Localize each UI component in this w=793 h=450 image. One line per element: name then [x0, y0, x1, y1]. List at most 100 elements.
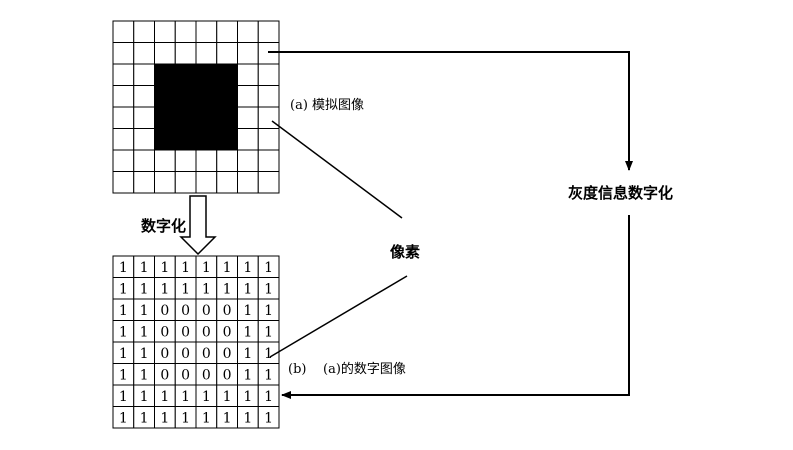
- pixel-cell: [237, 42, 259, 65]
- pixel-cell: [195, 20, 218, 43]
- pixel-cell: [216, 20, 238, 43]
- pixel-value: 0: [181, 303, 190, 319]
- pixel-value: 1: [119, 324, 128, 340]
- pixel-cell: [237, 106, 259, 129]
- digitize-arrow: [179, 195, 217, 256]
- gray-digitize-arrow-top: [268, 51, 633, 171]
- pixel-cell: [257, 406, 280, 429]
- pixel-value: 1: [160, 389, 169, 405]
- pixel-cell: [154, 85, 176, 108]
- pixel-pointer-line-bottom: [269, 275, 408, 358]
- pixel-cell: [174, 85, 197, 108]
- pixel-cell: [133, 63, 155, 86]
- pixel-value: 0: [223, 367, 232, 383]
- pixel-value: 1: [264, 389, 273, 405]
- pixel-cell: [257, 128, 280, 151]
- pixel-value: 0: [223, 346, 232, 362]
- pixel-value: 1: [119, 260, 128, 276]
- pixel-cell: [154, 106, 176, 129]
- pixel-cell: [112, 171, 135, 194]
- analog-image-grid: [112, 20, 280, 194]
- pixel-value: 1: [264, 281, 273, 297]
- pixel-value: 1: [140, 281, 149, 297]
- pixel-cell: [195, 63, 218, 86]
- pixel-cell: [154, 171, 176, 194]
- pixel-cell: [112, 63, 135, 86]
- pixel-value: 1: [202, 410, 211, 426]
- pixel-value: 0: [202, 324, 211, 340]
- pixel-value: 1: [160, 260, 169, 276]
- pixel-value: 1: [243, 324, 252, 340]
- pixel-value: 1: [160, 281, 169, 297]
- pixel-value: 1: [202, 389, 211, 405]
- pixel-cell: [154, 149, 176, 172]
- pixel-cell: [195, 85, 218, 108]
- pixel-cell: [154, 63, 176, 86]
- pixel-cell: [174, 42, 197, 65]
- pixel-cell: [216, 42, 238, 65]
- pixel-cell: [216, 149, 238, 172]
- pixel-cell: [216, 85, 238, 108]
- pixel-cell: [133, 20, 155, 43]
- pixel-cell: [112, 149, 135, 172]
- pixel-value: 1: [119, 346, 128, 362]
- pixel-value: 0: [160, 324, 169, 340]
- pixel-value: 1: [223, 389, 232, 405]
- pixel-cell: [237, 149, 259, 172]
- pixel-value: 1: [181, 281, 190, 297]
- pixel-value: 1: [243, 303, 252, 319]
- pixel-cell: [195, 171, 218, 194]
- pixel-cell: [133, 171, 155, 194]
- pixel-cell: [195, 42, 218, 65]
- pixel-value: 1: [119, 410, 128, 426]
- pixel-value: 1: [181, 389, 190, 405]
- pixel-cell: [154, 128, 176, 151]
- pixel-value: 1: [140, 260, 149, 276]
- pixel-value: 0: [223, 324, 232, 340]
- pixel-value: 0: [223, 303, 232, 319]
- pixel-value: 0: [160, 303, 169, 319]
- pixel-value: 1: [223, 281, 232, 297]
- pixel-cell: [174, 63, 197, 86]
- pixel-cell: [174, 106, 197, 129]
- pixel-cell: [174, 171, 197, 194]
- pixel-cell: [195, 149, 218, 172]
- pixel-value: 0: [181, 346, 190, 362]
- pixel-value: 1: [140, 303, 149, 319]
- pixel-value: 0: [181, 367, 190, 383]
- pixel-value: 1: [140, 367, 149, 383]
- pixel-value: 1: [181, 260, 190, 276]
- pixel-value: 1: [264, 410, 273, 426]
- pixel-cell: [133, 85, 155, 108]
- pixel-value: 1: [243, 260, 252, 276]
- pixel-value: 1: [243, 389, 252, 405]
- pixel-cell: [195, 128, 218, 151]
- analog-image-label: (a) 模拟图像: [290, 98, 365, 113]
- pixel-cell: [257, 63, 280, 86]
- pixel-pointer-line-top: [271, 120, 403, 219]
- pixel-value: 1: [140, 346, 149, 362]
- pixel-cell: [154, 20, 176, 43]
- pixel-cell: [112, 128, 135, 151]
- pixel-value: 1: [202, 281, 211, 297]
- pixel-cell: [237, 171, 259, 194]
- pixel-cell: [237, 85, 259, 108]
- pixel-cell: [237, 63, 259, 86]
- pixel-value: 1: [140, 410, 149, 426]
- pixel-cell: [216, 128, 238, 151]
- pixel-value: 0: [202, 346, 211, 362]
- pixel-value: 1: [264, 346, 273, 362]
- pixel-value: 1: [264, 324, 273, 340]
- digitize-label: 数字化: [141, 217, 187, 235]
- pixel-cell: [174, 128, 197, 151]
- pixel-cell: [216, 63, 238, 86]
- pixel-cell: [257, 171, 280, 194]
- pixel-cell: [216, 106, 238, 129]
- pixel-value: 1: [202, 260, 211, 276]
- pixel-value: 1: [243, 346, 252, 362]
- pixel-cell: [112, 106, 135, 129]
- pixel-value: 1: [243, 410, 252, 426]
- gray-digitize-arrow-bottom: [281, 215, 630, 399]
